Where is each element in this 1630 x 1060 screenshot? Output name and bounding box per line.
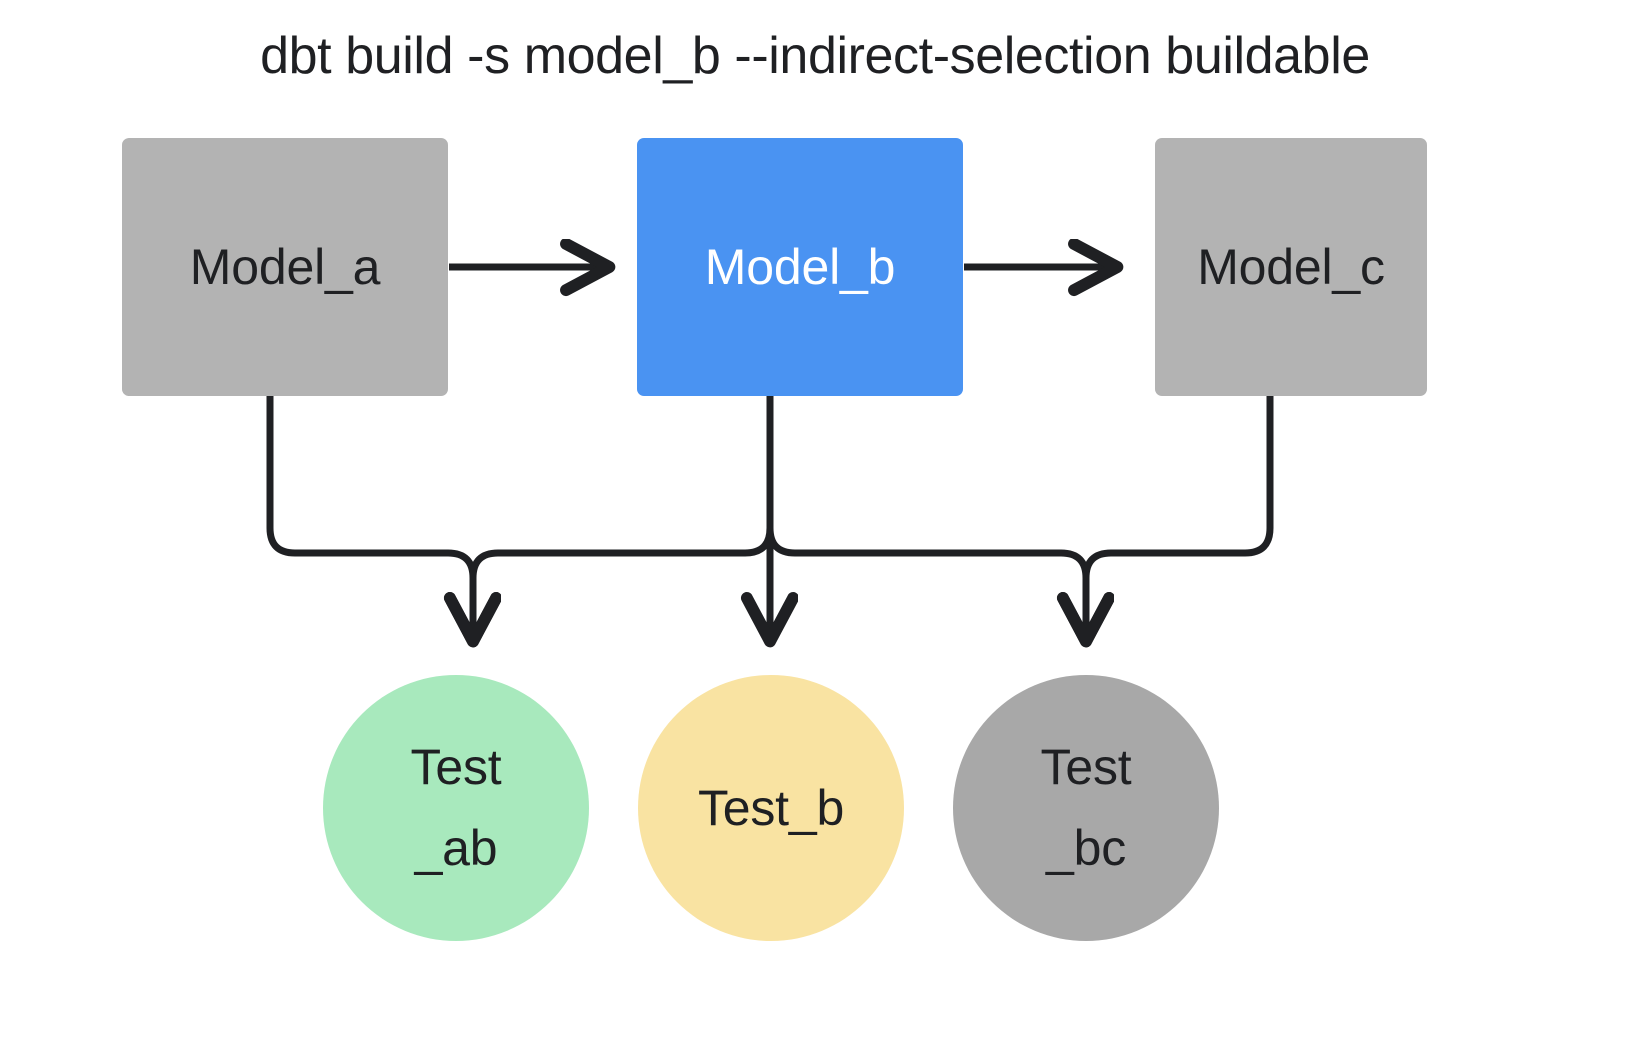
node-test-bc[interactable]: Test _bc: [953, 675, 1219, 941]
page-title: dbt build -s model_b --indirect-selectio…: [260, 27, 1370, 85]
node-model-c[interactable]: Model_c: [1155, 138, 1427, 396]
node-test-b-label-line1: Test_b: [697, 779, 845, 836]
node-model-b-label: Model_b: [704, 239, 896, 295]
node-model-a[interactable]: Model_a: [122, 138, 448, 396]
edge-model-b-to-test-ab: [473, 396, 774, 640]
edge-model-b-to-test-bc: [766, 396, 1086, 640]
node-model-c-label: Model_c: [1197, 239, 1385, 295]
node-model-a-label: Model_a: [189, 239, 381, 295]
node-test-bc-label-line1: Test: [1040, 739, 1132, 795]
edge-model-c-to-test-bc: [1086, 396, 1274, 640]
node-test-b[interactable]: Test_b: [638, 675, 904, 941]
node-test-ab-label-line2: _ab: [414, 820, 498, 876]
node-model-b[interactable]: Model_b: [637, 138, 963, 396]
edge-model-a-to-test-ab: [266, 396, 473, 640]
node-test-bc-label-line2: _bc: [1045, 820, 1126, 876]
node-test-ab-label-line1: Test: [410, 739, 502, 795]
node-test-ab[interactable]: Test _ab: [323, 675, 589, 941]
